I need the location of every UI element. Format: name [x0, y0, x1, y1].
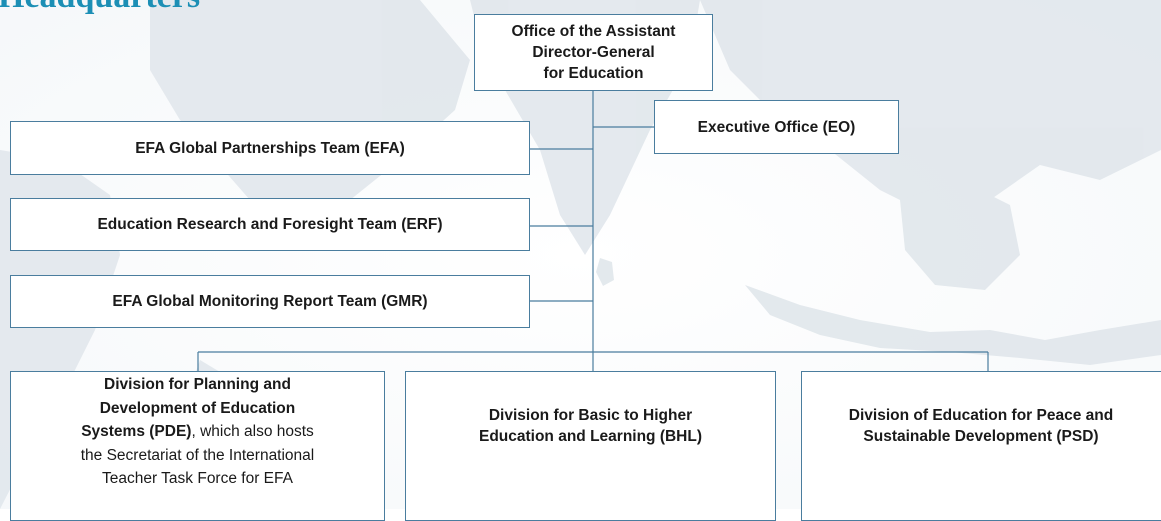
erf-team-label: Education Research and Foresight Team (E…: [97, 216, 443, 233]
executive-office-box: Executive Office (EO): [654, 100, 899, 154]
pde-line1-bold: Division for Planning and: [104, 376, 291, 393]
efa-team-box: EFA Global Partnerships Team (EFA): [10, 121, 530, 175]
borneo-landmass: [900, 180, 1020, 290]
pde-line3: Systems (PDE), which also hosts: [81, 420, 315, 444]
gmr-team-box: EFA Global Monitoring Report Team (GMR): [10, 275, 530, 328]
indonesia-landmass: [745, 285, 1161, 365]
pde-line3-bold: Systems (PDE): [81, 423, 192, 440]
bhl-division-box: Division for Basic to Higher Education a…: [405, 371, 776, 521]
southeast-asia-landmass: [700, 0, 1161, 215]
psd-line2: Sustainable Development (PSD): [863, 428, 1099, 445]
erf-team-box: Education Research and Foresight Team (E…: [10, 198, 530, 251]
psd-division-box: Division of Education for Peace and Sust…: [801, 371, 1161, 521]
org-chart-connectors: [197, 90, 989, 371]
adg-office-line2: Director-General: [532, 44, 655, 61]
pde-line3-rest: , which also hosts: [191, 423, 314, 440]
sri-lanka-landmass: [596, 258, 614, 286]
bhl-line2: Education and Learning (BHL): [478, 428, 703, 445]
pde-line2: Development of Education: [81, 397, 315, 421]
pde-line2-bold: Development of Education: [99, 399, 296, 417]
adg-office-line1: Office of the Assistant: [511, 23, 676, 40]
executive-office-label: Executive Office (EO): [697, 118, 856, 136]
efa-team-label: EFA Global Partnerships Team (EFA): [135, 139, 405, 157]
pde-line1: Division for Planning and: [81, 373, 315, 397]
page-title: Headquarters: [0, 0, 200, 17]
psd-line1: Division of Education for Peace and: [848, 407, 1114, 424]
pde-line5: Teacher Task Force for EFA: [102, 470, 293, 487]
adg-office-line3: for Education: [543, 65, 644, 82]
bhl-line1: Division for Basic to Higher: [488, 407, 693, 424]
gmr-team-label: EFA Global Monitoring Report Team (GMR): [112, 293, 428, 310]
pde-division-box: Division for Planning and Development of…: [10, 371, 385, 521]
pde-line4: the Secretariat of the International: [80, 446, 315, 464]
adg-office-box: Office of the Assistant Director-General…: [474, 14, 713, 91]
